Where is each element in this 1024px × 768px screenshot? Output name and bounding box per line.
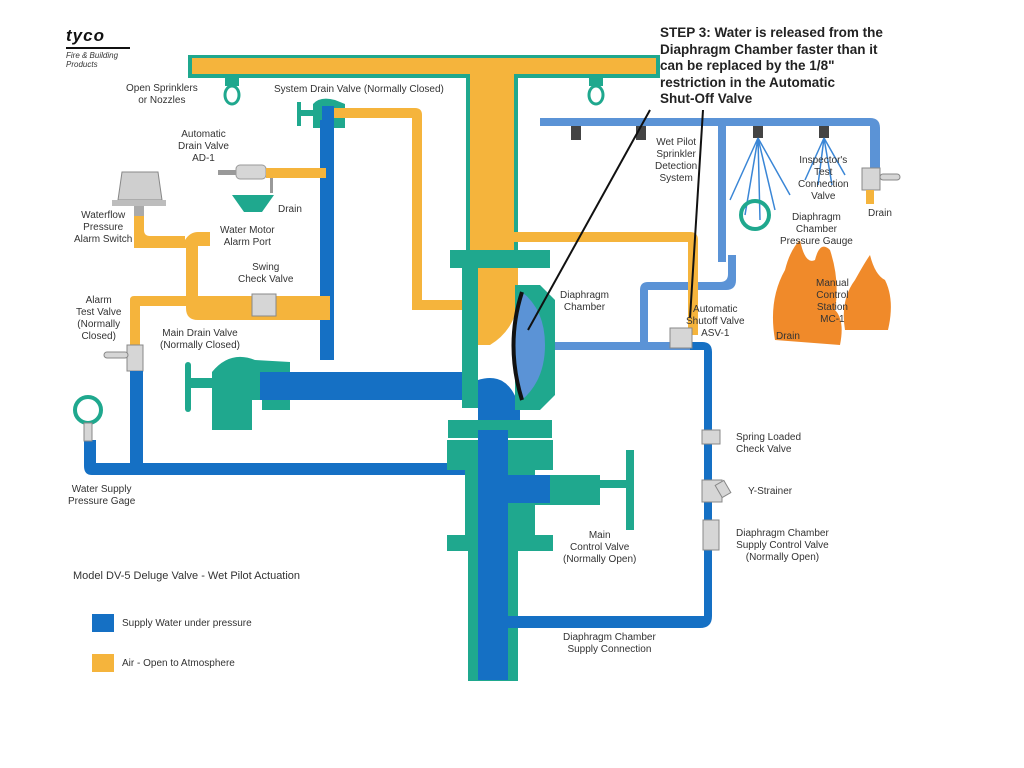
automatic-drain-valve-icon: [218, 164, 326, 193]
pilot-line: [555, 342, 690, 350]
diagram-title: Model DV-5 Deluge Valve - Wet Pilot Actu…: [73, 570, 301, 582]
label-diaphragm-gauge: Diaphragm Chamber Pressure Gauge: [780, 212, 853, 247]
water-supply-gage-icon: [73, 395, 103, 442]
logo-subtitle: Fire & Building Products: [66, 51, 119, 69]
label-automatic-drain-valve: Automatic Drain Valve AD-1: [178, 129, 229, 164]
label-swing-check-valve: Swing Check Valve: [238, 262, 294, 285]
open-sprinkler-nozzle-icon: [223, 78, 241, 106]
drain-funnel-icon: [232, 195, 274, 212]
label-wet-pilot-system: Wet Pilot Sprinkler Detection System: [655, 137, 698, 184]
legend-item-air: Air - Open to Atmosphere: [92, 654, 235, 672]
label-diaphragm-chamber: Diaphragm Chamber: [560, 290, 609, 313]
main-control-valve: [447, 430, 634, 681]
system-drain-air-pipe: [334, 108, 470, 310]
alarm-air-pipe: [130, 216, 330, 345]
label-manual-control-station: Manual Control Station MC-1: [816, 278, 849, 325]
logo-rule: [66, 47, 130, 49]
legend-item-water: Supply Water under pressure: [92, 614, 252, 632]
main-drain-water-pipe: [260, 372, 470, 400]
label-drain-right: Drain: [868, 208, 892, 219]
waterflow-alarm-switch-icon: [112, 171, 166, 216]
deluge-valve-body: [448, 250, 555, 438]
label-system-drain-valve: System Drain Valve (Normally Closed): [274, 84, 444, 95]
y-strainer-icon: [701, 479, 732, 503]
label-alarm-test-valve: Alarm Test Valve (Normally Closed): [76, 295, 122, 342]
legend-label-water: Supply Water under pressure: [122, 617, 252, 629]
pilot-sprinkler-spray-icon: [729, 126, 791, 221]
label-main-control-valve: Main Control Valve (Normally Open): [563, 530, 637, 565]
label-diaphragm-supply-connection: Diaphragm Chamber Supply Connection: [563, 632, 656, 655]
alarm-test-valve-icon: [103, 344, 144, 372]
label-open-sprinklers: Open Sprinklers or Nozzles: [126, 83, 198, 106]
pilot-sprinkler-icon: [571, 126, 581, 140]
diaphragm-supply-control-valve-icon: [702, 519, 720, 551]
label-water-motor-alarm-port: Water Motor Alarm Port: [220, 225, 275, 248]
label-drain-fire: Drain: [776, 331, 800, 342]
label-diaphragm-supply-control: Diaphragm Chamber Supply Control Valve (…: [736, 528, 829, 563]
pilot-sprinkler-icon: [636, 126, 646, 140]
label-main-drain-valve: Main Drain Valve (Normally Closed): [160, 328, 241, 351]
legend-swatch-water: [92, 614, 114, 632]
asv-air-riser: [688, 250, 698, 335]
tyco-logo: tyco Fire & Building Products: [66, 26, 130, 69]
callout-line: [527, 109, 651, 331]
supply-gage-water-pipe: [84, 371, 470, 475]
pilot-sprinkler-spray-icon: [804, 126, 846, 186]
legend-swatch-air: [92, 654, 114, 672]
label-inspectors-test-valve: Inspector's Test Connection Valve: [798, 155, 849, 202]
label-spring-check-valve: Spring Loaded Check Valve: [736, 432, 802, 455]
label-drain-left: Drain: [278, 204, 302, 215]
inspectors-test-valve-icon: [861, 167, 901, 204]
diaphragm-pressure-gauge-icon: [739, 199, 771, 231]
legend-label-air: Air - Open to Atmosphere: [122, 657, 235, 669]
swing-check-valve-icon: [251, 293, 277, 317]
label-water-supply-gage: Water Supply Pressure Gage: [68, 484, 136, 507]
logo-brand: tyco: [66, 26, 105, 45]
step-3-note: STEP 3: Water is released from the Diaph…: [660, 25, 883, 106]
open-sprinkler-nozzle-icon: [587, 78, 605, 106]
label-automatic-shutoff-valve: Automatic Shutoff Valve ASV-1: [686, 304, 745, 339]
label-waterflow-switch: Waterflow Pressure Alarm Switch: [74, 210, 133, 245]
asv-air-line: [500, 232, 698, 250]
fire-icon: [843, 255, 891, 330]
automatic-shutoff-valve-icon: [669, 327, 693, 349]
callout-line: [689, 109, 704, 319]
label-y-strainer: Y-Strainer: [748, 486, 793, 497]
system-drain-water-riser: [320, 120, 334, 360]
fire-icon: [772, 240, 842, 345]
spring-check-valve-icon: [701, 429, 721, 445]
